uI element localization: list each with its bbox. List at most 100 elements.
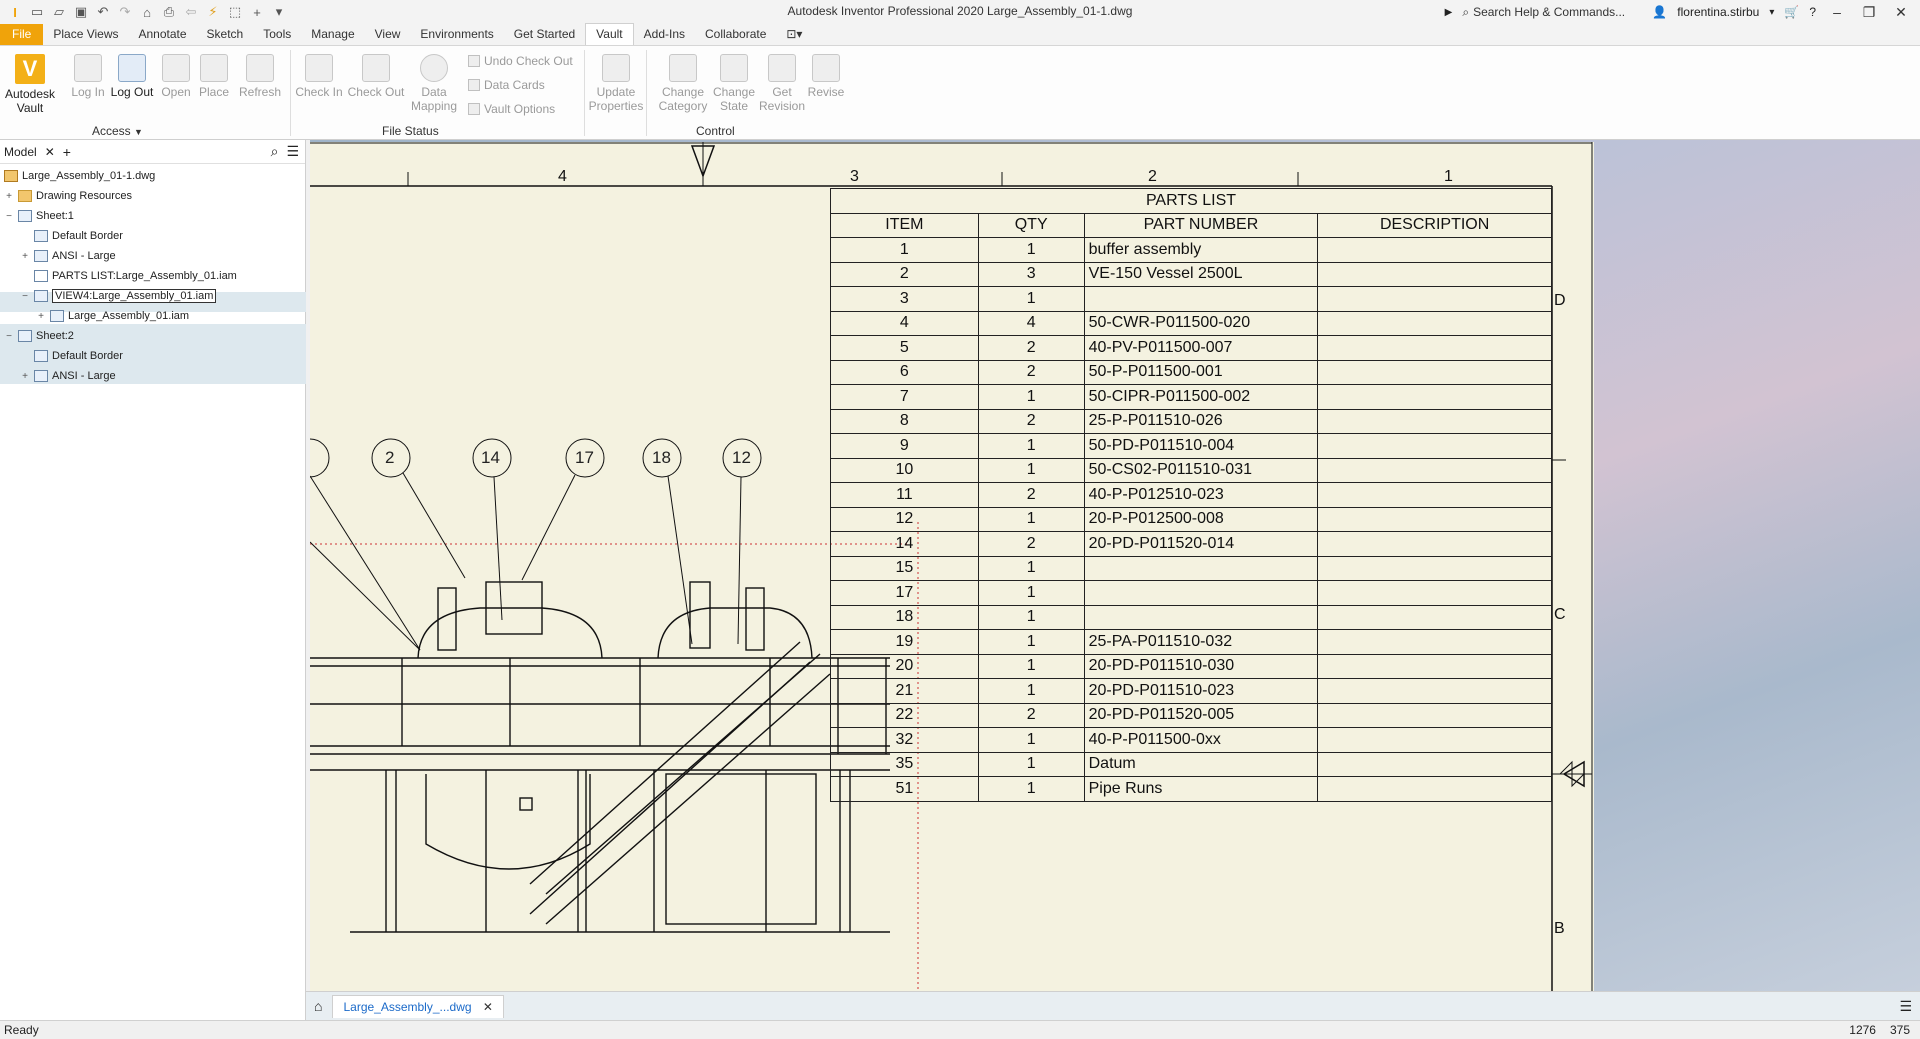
tab-file[interactable]: File bbox=[0, 24, 44, 45]
open-folder-icon[interactable]: ▱ bbox=[54, 4, 64, 19]
data-cards-button[interactable]: Data Cards bbox=[468, 78, 545, 92]
select-icon[interactable]: ⬚ bbox=[228, 4, 242, 19]
expand-icon[interactable]: + bbox=[6, 190, 12, 202]
return-icon[interactable]: ⇦ bbox=[185, 4, 197, 19]
tab-tools[interactable]: Tools bbox=[263, 27, 292, 41]
tree-item-sheet-2[interactable]: − Sheet:2 bbox=[4, 326, 74, 346]
add-browser-icon[interactable]: + bbox=[62, 143, 71, 160]
check-out-button[interactable]: Check Out bbox=[346, 54, 406, 99]
balloon-label[interactable]: 14 bbox=[481, 448, 500, 467]
tab-view[interactable]: View bbox=[374, 27, 401, 41]
tree-item-assembly[interactable]: + Large_Assembly_01.iam bbox=[36, 306, 189, 326]
browser-tab-model[interactable]: Model bbox=[4, 144, 37, 159]
print-icon[interactable]: ⎙ bbox=[163, 4, 175, 19]
ribbon-group-access[interactable]: Access ▼ bbox=[92, 124, 143, 138]
ribbon-display-options-icon[interactable]: ⊡▾ bbox=[786, 27, 803, 41]
home-icon[interactable]: ⌂ bbox=[143, 4, 151, 20]
tree-item-document[interactable]: Large_Assembly_01-1.dwg bbox=[4, 166, 155, 186]
autodesk-vault-button[interactable]: V Autodesk Vault bbox=[2, 54, 58, 115]
tab-menu-icon[interactable]: ☰ bbox=[1899, 997, 1912, 1014]
tab-vault[interactable]: Vault bbox=[585, 23, 634, 45]
tab-collaborate[interactable]: Collaborate bbox=[705, 27, 767, 41]
redo-icon[interactable]: ↷ bbox=[119, 4, 131, 19]
close-icon[interactable]: ✕ bbox=[482, 999, 493, 1014]
tree-item-drawing-resources[interactable]: + Drawing Resources bbox=[4, 186, 132, 206]
tab-add-ins[interactable]: Add-Ins bbox=[643, 27, 685, 41]
check-in-button[interactable]: Check In bbox=[294, 54, 344, 99]
tab-environments[interactable]: Environments bbox=[420, 27, 494, 41]
search-icon[interactable]: ⌕ bbox=[270, 143, 279, 159]
expand-icon[interactable]: + bbox=[38, 310, 44, 322]
tab-place-views[interactable]: Place Views bbox=[53, 27, 119, 41]
home-icon[interactable]: ⌂ bbox=[314, 998, 323, 1014]
save-icon[interactable]: ▣ bbox=[74, 4, 88, 19]
menu-icon[interactable]: ☰ bbox=[286, 143, 299, 159]
collapse-icon[interactable]: − bbox=[22, 290, 28, 302]
open-button[interactable]: Open bbox=[158, 54, 194, 99]
expand-icon[interactable]: + bbox=[22, 370, 28, 382]
tree-item-default-border-2[interactable]: Default Border bbox=[34, 346, 123, 366]
tree-item-parts-list[interactable]: PARTS LIST:Large_Assembly_01.iam bbox=[34, 266, 237, 286]
balloon-label[interactable]: 17 bbox=[575, 448, 594, 467]
tab-manage[interactable]: Manage bbox=[311, 27, 355, 41]
close-icon[interactable]: ✕ bbox=[44, 144, 55, 159]
parts-list-table[interactable]: PARTS LIST ITEM QTY PART NUMBER DESCRIPT… bbox=[830, 188, 1552, 802]
chevron-down-icon[interactable]: ▾ bbox=[1769, 6, 1775, 18]
user-account-menu[interactable]: florentina.stirbu bbox=[1677, 5, 1760, 19]
get-revision-button[interactable]: Get Revision bbox=[756, 54, 808, 113]
tab-get-started[interactable]: Get Started bbox=[513, 27, 576, 41]
balloon-label[interactable]: 12 bbox=[732, 448, 751, 467]
help-search-arrow-icon[interactable]: ▶ bbox=[1444, 6, 1453, 18]
collapse-icon[interactable]: − bbox=[6, 330, 12, 342]
add-icon[interactable]: + bbox=[253, 4, 261, 20]
help-icon[interactable]: ? bbox=[1809, 5, 1816, 19]
tree-item-ansi-large-2[interactable]: + ANSI - Large bbox=[20, 366, 116, 386]
tree-item-view4[interactable]: − VIEW4:Large_Assembly_01.iam bbox=[20, 286, 217, 306]
place-button[interactable]: Place bbox=[196, 54, 232, 99]
restore-button[interactable]: ❐ bbox=[1862, 3, 1876, 20]
document-tab[interactable]: Large_Assembly_...dwg ✕ bbox=[332, 994, 504, 1018]
update-properties-button[interactable]: Update Properties bbox=[588, 54, 644, 113]
refresh-button[interactable]: Refresh bbox=[236, 54, 284, 99]
update-icon[interactable]: ⚡ bbox=[208, 4, 218, 19]
collapse-icon[interactable]: − bbox=[6, 210, 12, 222]
revise-button[interactable]: Revise bbox=[806, 54, 846, 99]
minimize-button[interactable]: – bbox=[1833, 4, 1841, 20]
tree-item-sheet-1[interactable]: − Sheet:1 bbox=[4, 206, 74, 226]
tree-item-ansi-large[interactable]: + ANSI - Large bbox=[20, 246, 116, 266]
balloon-label[interactable]: 2 bbox=[385, 448, 395, 467]
new-file-icon[interactable]: ▭ bbox=[30, 4, 44, 19]
undo-check-out-button[interactable]: Undo Check Out bbox=[468, 54, 573, 68]
tab-annotate[interactable]: Annotate bbox=[138, 27, 187, 41]
vault-options-button[interactable]: Vault Options bbox=[468, 102, 555, 116]
help-search-box[interactable]: ⌕ Search Help & Commands... bbox=[1462, 3, 1642, 21]
cart-icon[interactable]: 🛒 bbox=[1784, 5, 1800, 19]
balloon-label[interactable]: 18 bbox=[652, 448, 671, 467]
change-category-button[interactable]: Change Category bbox=[654, 54, 712, 113]
log-out-button[interactable]: Log Out bbox=[108, 54, 156, 99]
data-mapping-button[interactable]: Data Mapping bbox=[410, 54, 458, 113]
drawing-sheet[interactable]: 4 3 2 1 D C B 2 14 17 18 12 PARTS LIST I… bbox=[310, 142, 1594, 991]
